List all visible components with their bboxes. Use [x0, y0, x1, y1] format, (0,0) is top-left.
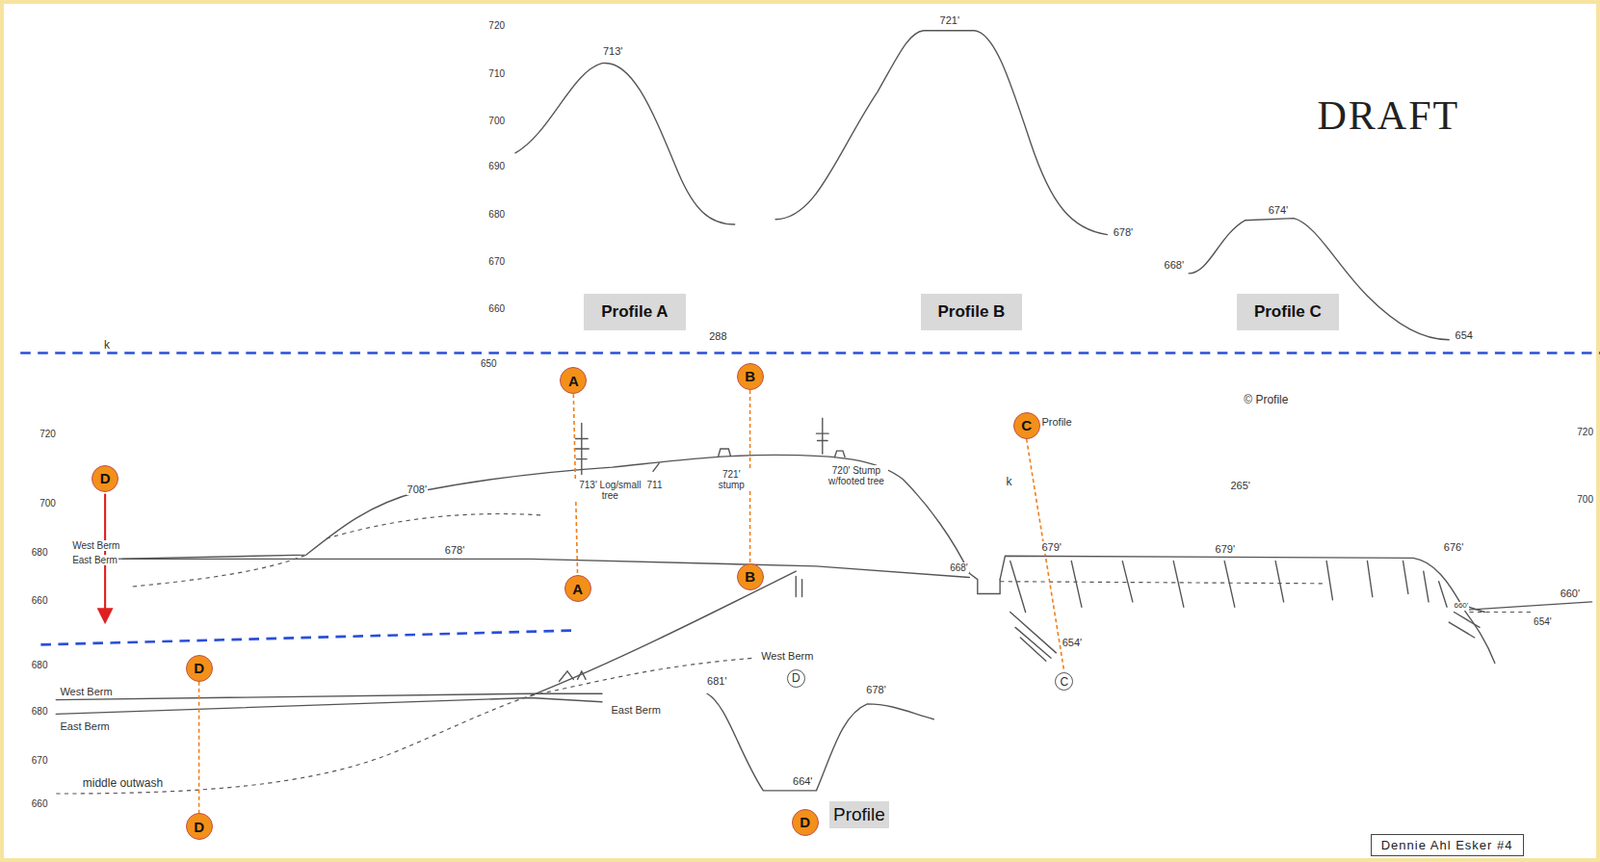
sketch-label: 678' [444, 544, 466, 556]
section-marker: B [736, 363, 764, 391]
section-circle: D [786, 669, 806, 688]
sketch-label: 711 [646, 479, 664, 491]
sketch-label: West Berm [71, 540, 121, 551]
sketch-label: 288 [708, 330, 728, 342]
sketch-label: East Berm [58, 720, 110, 733]
sketch-label: 660' [1452, 602, 1469, 611]
sketch-label: East Berm [609, 704, 661, 716]
sketch-label: 678' [865, 683, 887, 696]
section-marker: D [791, 809, 819, 837]
node-text: D [791, 671, 801, 685]
section-line [1026, 439, 1065, 673]
sketch-label: West Berm [760, 650, 814, 662]
sketch-label: 680 [487, 209, 506, 220]
sketch-label: 660 [487, 303, 506, 315]
sketch-label: 713' [602, 45, 624, 57]
sketch-label: 668' [948, 562, 970, 574]
sketch-label: 660 [30, 798, 50, 810]
sketch-label: Profile [1040, 416, 1073, 428]
section-marker: D [185, 655, 213, 682]
sketch-label: 679' [1040, 541, 1062, 553]
sketch-label: 720' Stump w/footed tree [824, 465, 889, 487]
node-text: C [1021, 417, 1032, 434]
sketch-label: 700 [487, 115, 506, 127]
node-text: Profile [833, 804, 886, 826]
profile-label: Profile B [920, 293, 1023, 331]
profile-label: Profile A [583, 293, 685, 331]
sketch-label: 676' [1442, 541, 1465, 553]
node-text: A [568, 372, 579, 390]
sketch-label: 680 [30, 706, 50, 717]
profile-label: Profile [829, 801, 890, 829]
section-marker: D [91, 465, 119, 493]
sketch-label: 720 [487, 20, 506, 31]
profile-label: Profile C [1236, 293, 1339, 331]
sketch-label: 265' [1229, 479, 1251, 492]
sketch-label: 654' [1061, 636, 1083, 649]
node-text: D [100, 470, 111, 487]
node-text: D [193, 659, 205, 677]
sketch-label: 670 [487, 256, 506, 267]
sketch-label: 700 [38, 498, 57, 509]
sketch-label: 721' [939, 14, 961, 27]
section-marker: D [185, 813, 213, 840]
node-text: Dennie Ahl Esker #4 [1381, 838, 1514, 853]
sketch-label: 650 [479, 358, 499, 369]
sketch-label: k [103, 339, 111, 352]
sketch-label: 700 [1575, 494, 1595, 505]
sketch-label: middle outwash [81, 777, 164, 790]
sketch-label: 660 [30, 595, 50, 606]
sketch-label: 708' [406, 483, 428, 496]
sketch-label: 680 [30, 547, 50, 558]
sketch-label: 721' stump [709, 469, 753, 491]
title-block: Dennie Ahl Esker #4 [1370, 834, 1524, 857]
node-text: A [572, 580, 583, 598]
section-line [198, 681, 200, 814]
sketch-label: 713' Log/small tree [573, 479, 647, 501]
node-text: B [744, 568, 756, 585]
sketch-label: West Berm [58, 685, 113, 698]
node-text: D [799, 813, 811, 831]
node-text: B [744, 367, 756, 385]
node-text: C [1060, 675, 1070, 689]
sketch-label: 710 [487, 68, 506, 79]
watermark: DRAFT [1316, 93, 1462, 138]
sketch-label: 690 [487, 160, 506, 172]
node-text: Profile A [601, 302, 668, 322]
sketch-label: 678' [1112, 226, 1134, 238]
sketch-label: East Berm [71, 554, 119, 566]
sketch-label: 668' [1163, 259, 1185, 271]
sketch-label: 681' [706, 675, 728, 687]
sketch-label: 654' [1532, 616, 1553, 628]
sketch-label: 720 [1575, 426, 1595, 438]
sketch-label: 679' [1214, 543, 1236, 555]
sketch-label: 664' [791, 775, 814, 787]
sketch-label: 660' [1559, 587, 1581, 600]
sketch-label: 654 [1454, 329, 1474, 341]
section-marker: B [736, 563, 764, 591]
sketch-label: 680 [30, 659, 50, 671]
sketch-label: 720 [38, 428, 57, 440]
sketch-label: © Profile [1242, 393, 1289, 407]
section-marker: A [564, 575, 592, 603]
sketch-label: 674' [1267, 204, 1289, 216]
node-text: D [193, 818, 205, 836]
node-text: Profile B [938, 302, 1006, 322]
sketch-label: k [1004, 475, 1013, 489]
sketch-label: 670 [30, 755, 50, 766]
section-marker: C [1013, 412, 1041, 440]
node-text: Profile C [1254, 302, 1322, 322]
